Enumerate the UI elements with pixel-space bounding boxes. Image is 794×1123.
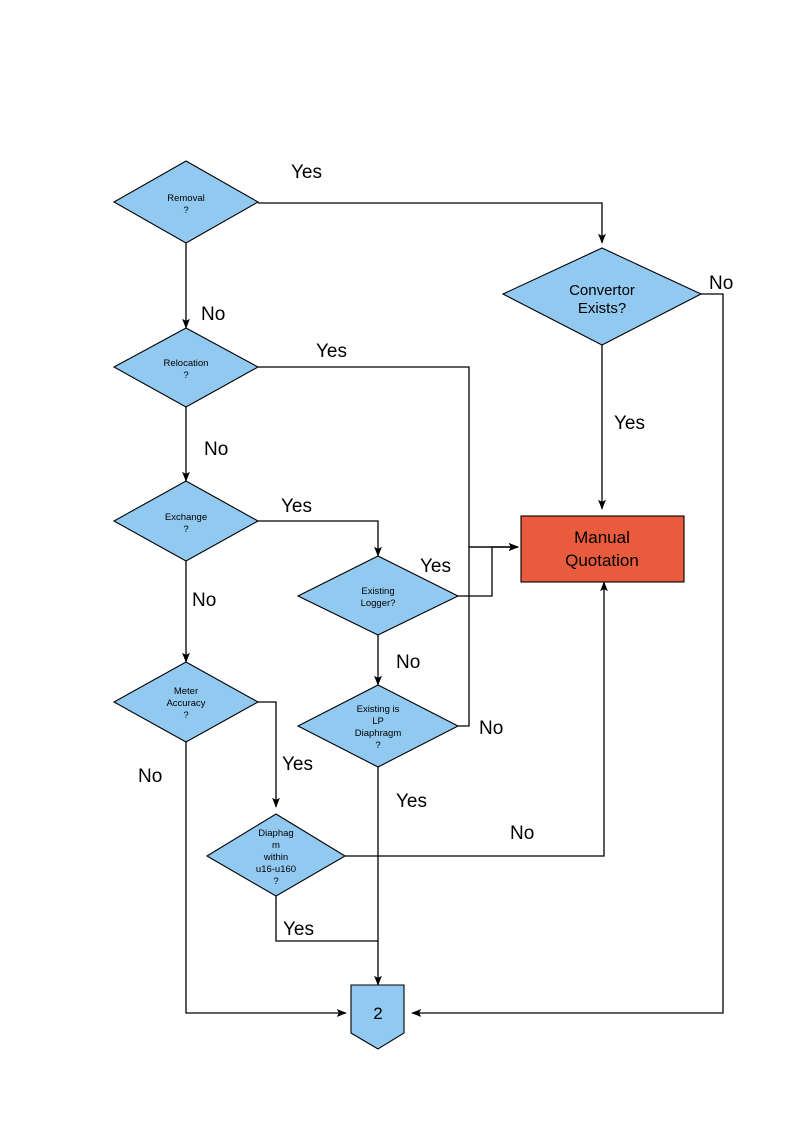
edge-convertor-no: [411, 293, 724, 1017]
edge-label-existing-lp-no: No: [479, 718, 503, 739]
existing-logger-diamond[interactable]: [296, 555, 460, 636]
edge-existing-lp-no: [458, 543, 519, 727]
edge-exchange-yes: [258, 520, 382, 557]
edge-diaphagm-yes: [275, 896, 378, 942]
diaphagm-range-label-line-2: m: [272, 840, 280, 851]
diaphagm-range-diamond[interactable]: [205, 813, 347, 897]
node-connector-2[interactable]: 2: [350, 984, 405, 1050]
edge-label-relocation-yes: Yes: [316, 341, 347, 362]
convertor-exists-label-line-1: Convertor: [569, 282, 635, 299]
relocation-diamond[interactable]: [112, 327, 260, 408]
edge-label-convertor-yes: Yes: [614, 413, 645, 434]
relocation-label-line-2: ?: [183, 370, 188, 381]
existing-logger-label-line-1: Existing: [361, 586, 394, 597]
edge-label-diaphagm-yes: Yes: [283, 919, 314, 940]
edge-label-removal-yes: Yes: [291, 162, 322, 183]
node-meter-accuracy[interactable]: Meter Accuracy ?: [112, 661, 260, 743]
edge-label-convertor-no: No: [709, 273, 733, 294]
removal-diamond[interactable]: [112, 160, 260, 244]
exchange-label-line-1: Exchange: [165, 512, 207, 523]
meter-accuracy-diamond[interactable]: [112, 661, 260, 743]
existing-lp-label-line-2: LP: [372, 716, 384, 727]
diaphagm-range-label-line-3: within: [263, 852, 288, 863]
edge-label-relocation-no: No: [204, 439, 228, 460]
node-convertor-exists[interactable]: Convertor Exists?: [501, 247, 703, 346]
relocation-label-line-1: Relocation: [164, 358, 209, 369]
existing-logger-label-line-2: Logger?: [361, 598, 396, 609]
diaphagm-range-label-line-5: ?: [273, 876, 278, 887]
convertor-exists-label-line-2: Exists?: [578, 300, 626, 317]
edge-diaphagm-no: [345, 581, 608, 857]
edge-meter-accuracy-no: [185, 742, 347, 1017]
edge-label-meter-accuracy-yes: Yes: [282, 754, 313, 775]
existing-lp-label-line-1: Existing is: [357, 704, 400, 715]
node-diaphagm-range[interactable]: Diaphag m within u16-u160 ?: [205, 813, 347, 897]
exchange-label-line-2: ?: [183, 524, 188, 535]
manual-quotation-box[interactable]: [520, 515, 685, 583]
edge-label-meter-accuracy-no: No: [138, 766, 162, 787]
node-removal[interactable]: Removal ?: [112, 160, 260, 244]
meter-accuracy-label-line-2: Accuracy: [166, 698, 205, 709]
edge-label-logger-no: No: [396, 652, 420, 673]
edge-labels: Yes No Yes No Yes No Yes No Yes No No Ye…: [138, 162, 733, 940]
exchange-diamond[interactable]: [112, 480, 260, 562]
node-manual-quotation[interactable]: Manual Quotation: [520, 515, 685, 583]
edge-label-diaphagm-no: No: [510, 823, 534, 844]
connector-2-shape[interactable]: [350, 984, 405, 1050]
convertor-exists-diamond[interactable]: [501, 247, 703, 346]
edge-removal-yes: [258, 202, 606, 244]
removal-label-line-2: ?: [183, 205, 188, 216]
existing-lp-label-line-4: ?: [375, 740, 380, 751]
removal-label-line-1: Removal: [167, 193, 205, 204]
diaphagm-range-label-line-1: Diaphag: [258, 828, 293, 839]
node-existing-lp-diaphragm[interactable]: Existing is LP Diaphragm ?: [296, 684, 460, 768]
edge-meter-accuracy-yes: [258, 701, 280, 808]
diaphagm-range-label-line-4: u16-u160: [256, 864, 296, 875]
connector-2-label: 2: [373, 1004, 382, 1023]
edge-label-removal-no: No: [201, 304, 225, 325]
node-existing-logger[interactable]: Existing Logger?: [296, 555, 460, 636]
edge-label-logger-yes: Yes: [420, 556, 451, 577]
manual-quotation-label-line-1: Manual: [574, 528, 630, 547]
meter-accuracy-label-line-3: ?: [183, 710, 188, 721]
existing-lp-diamond[interactable]: [296, 684, 460, 768]
edge-label-exchange-yes: Yes: [281, 496, 312, 517]
node-relocation[interactable]: Relocation ?: [112, 327, 260, 408]
node-exchange[interactable]: Exchange ?: [112, 480, 260, 562]
existing-lp-label-line-3: Diaphragm: [355, 728, 402, 739]
manual-quotation-label-line-2: Quotation: [565, 551, 639, 570]
edges: [182, 202, 724, 1017]
edge-label-exchange-no: No: [192, 590, 216, 611]
edge-label-existing-lp-yes: Yes: [396, 791, 427, 812]
meter-accuracy-label-line-1: Meter: [174, 686, 198, 697]
